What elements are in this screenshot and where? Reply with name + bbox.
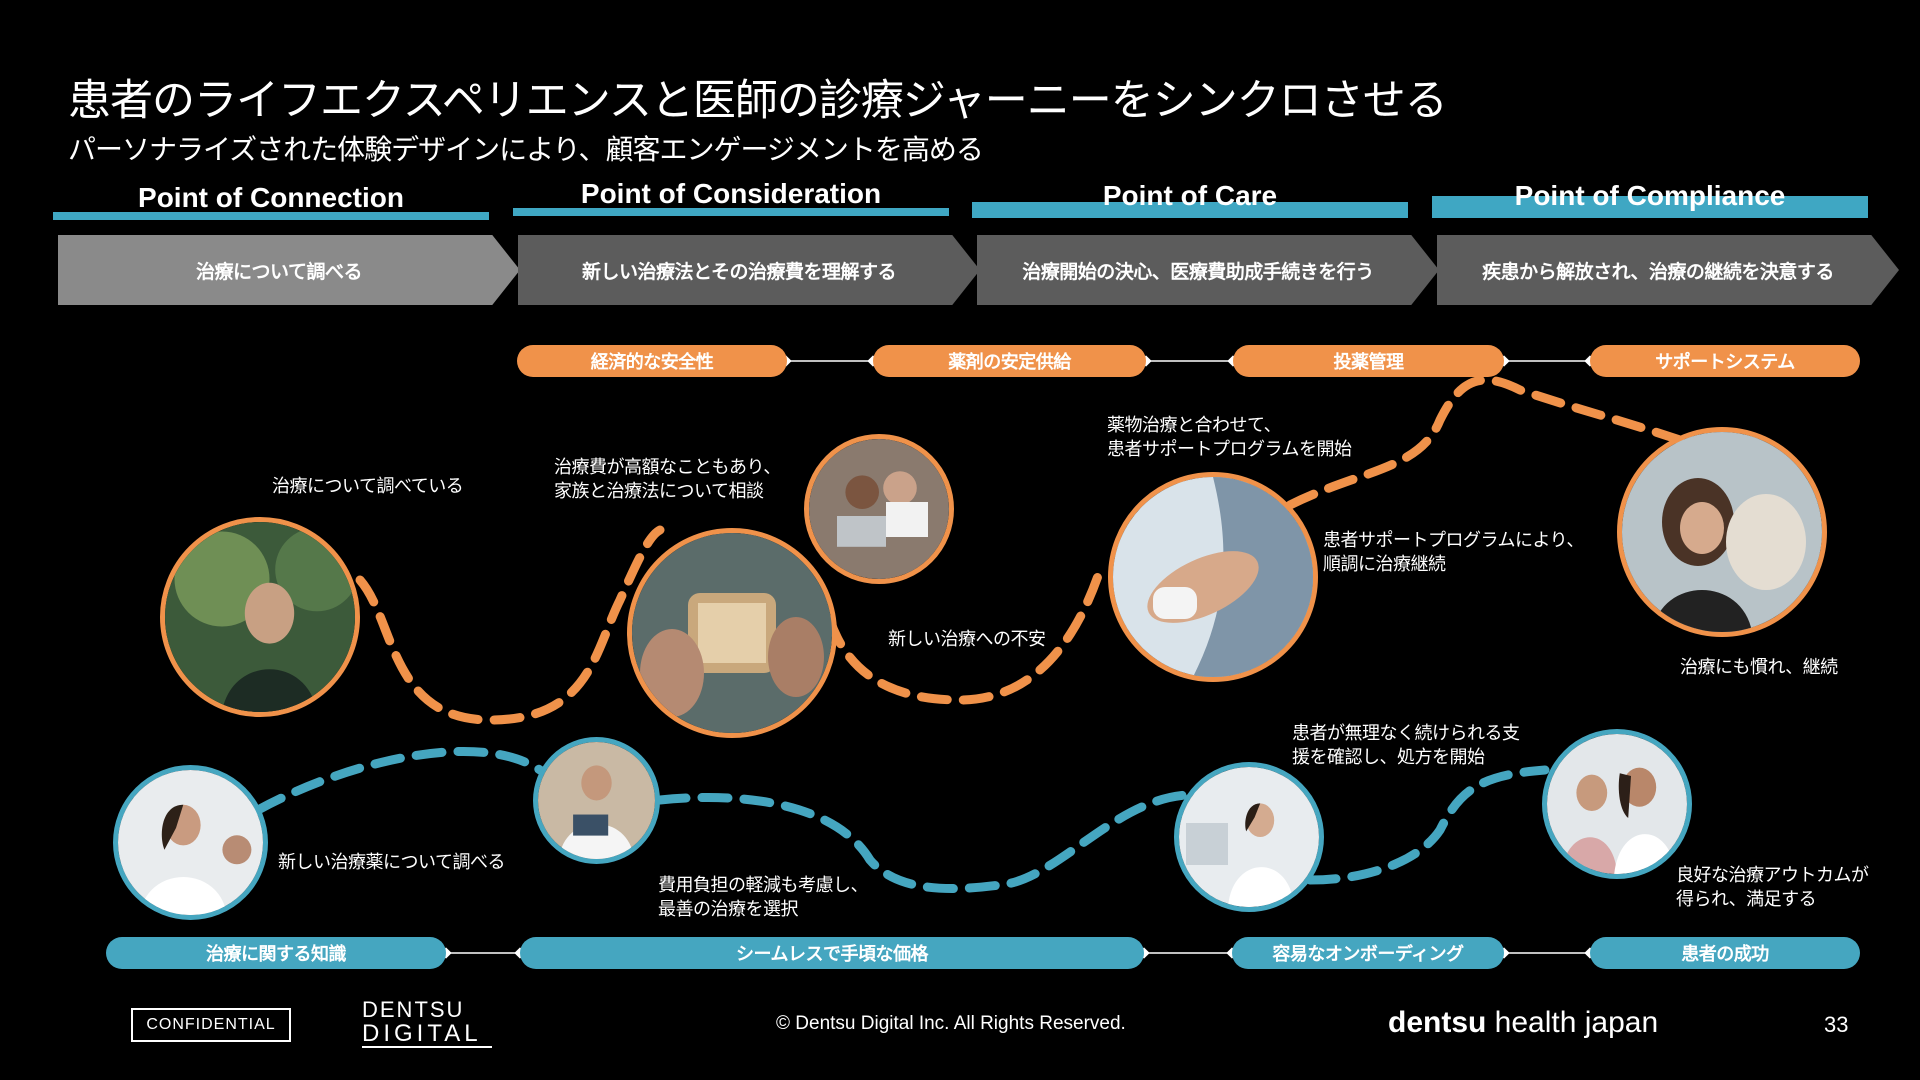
phase-label: Point of Compliance bbox=[1514, 180, 1786, 211]
doctor-note-4a: 良好な治療アウトカムが bbox=[1676, 865, 1869, 886]
patient-note-1: 治療について調べている bbox=[272, 476, 464, 497]
dentsu-digital-logo: DENTSU DIGITAL bbox=[362, 998, 492, 1048]
doctor-note-2b: 最善の治療を選択 bbox=[658, 899, 799, 920]
doctor-note-3a: 患者が無理なく続けられる支 bbox=[1292, 723, 1520, 744]
doctor-note-4b: 得られ、満足する bbox=[1676, 889, 1817, 910]
doctor-pill-1: 治療に関する知識 bbox=[106, 937, 446, 969]
page-title: 患者のライフエクスペリエンスと医師の診療ジャーニーをシンクロさせる bbox=[68, 76, 1448, 126]
phase-bar bbox=[513, 208, 949, 216]
patient-note-2a: 治療費が高額なこともあり、 bbox=[554, 457, 781, 478]
photo-injection bbox=[1108, 472, 1318, 682]
phase-compliance: Point of Compliance bbox=[1432, 180, 1868, 220]
photo-woman-dog bbox=[1617, 427, 1827, 637]
patient-note-2b: 家族と治療法について相談 bbox=[554, 481, 764, 502]
phase-bar bbox=[1432, 196, 1868, 218]
doctor-pill-4: 患者の成功 bbox=[1590, 937, 1860, 969]
step-chevron-3: 治療開始の決心、医療費助成手続きを行う bbox=[977, 235, 1439, 305]
step-chevron-1: 治療について調べる bbox=[58, 235, 520, 305]
confidential-badge: CONFIDENTIAL bbox=[131, 1008, 291, 1042]
phase-label: Point of Consideration bbox=[580, 178, 882, 209]
phase-care: Point of Care bbox=[972, 180, 1408, 220]
patient-pill-4: サポートシステム bbox=[1590, 345, 1860, 377]
page-subtitle: パーソナライズされた体験デザインにより、顧客エンゲージメントを高める bbox=[68, 133, 984, 166]
logo-line-1: DENTSU bbox=[362, 997, 465, 1022]
page-number: 33 bbox=[1824, 1012, 1849, 1037]
doctor-note-3b: 援を確認し、処方を開始 bbox=[1292, 747, 1485, 768]
phase-consideration: Point of Consideration bbox=[513, 178, 949, 220]
patient-note-4a: 薬物治療と合わせて、 bbox=[1107, 415, 1282, 436]
photo-doctor-senior bbox=[533, 737, 660, 864]
photo-woman-outdoors bbox=[160, 517, 360, 717]
step-chevron-4: 疾患から解放され、治療の継続を決意する bbox=[1437, 235, 1899, 305]
patient-note-3: 新しい治療への不安 bbox=[888, 629, 1046, 650]
patient-note-5b: 順調に治療継続 bbox=[1323, 554, 1446, 575]
doctor-journey-path bbox=[253, 746, 1550, 893]
phase-label: Point of Connection bbox=[138, 182, 404, 213]
phase-bar bbox=[972, 202, 1408, 218]
brand-bold: dentsu bbox=[1388, 1006, 1487, 1039]
doctor-note-1: 新しい治療薬について調べる bbox=[278, 852, 505, 873]
dentsu-health-japan-logo: dentsu health japan bbox=[1388, 1006, 1658, 1040]
patient-note-5a: 患者サポートプログラムにより、 bbox=[1323, 530, 1584, 551]
patient-pill-3: 投薬管理 bbox=[1233, 345, 1504, 377]
patient-pill-1: 経済的な安全性 bbox=[517, 345, 787, 377]
photo-doctor-woman bbox=[113, 765, 268, 920]
copyright-text: © Dentsu Digital Inc. All Rights Reserve… bbox=[776, 1013, 1126, 1034]
doctor-pill-2: シームレスで手頃な価格 bbox=[520, 937, 1144, 969]
patient-pill-2: 薬剤の安定供給 bbox=[873, 345, 1146, 377]
doctor-note-2a: 費用負担の軽減も考慮し、 bbox=[658, 875, 869, 896]
patient-note-6: 治療にも慣れ、継続 bbox=[1680, 657, 1838, 678]
photo-doctor-clinic bbox=[1174, 762, 1324, 912]
photo-coin-purse bbox=[627, 528, 837, 738]
photo-doctor-patient bbox=[1542, 729, 1692, 879]
logo-line-2: DIGITAL bbox=[362, 1022, 492, 1048]
phase-label: Point of Care bbox=[1102, 180, 1278, 211]
phase-bar bbox=[53, 212, 489, 220]
brand-rest: health japan bbox=[1486, 1006, 1659, 1039]
patient-journey-path bbox=[355, 375, 1685, 725]
doctor-pill-3: 容易なオンボーディング bbox=[1232, 937, 1504, 969]
photo-couple-laptop bbox=[804, 434, 954, 584]
patient-note-4b: 患者サポートプログラムを開始 bbox=[1107, 439, 1352, 460]
phase-connection: Point of Connection bbox=[53, 180, 489, 220]
step-chevron-2: 新しい治療法とその治療費を理解する bbox=[518, 235, 980, 305]
